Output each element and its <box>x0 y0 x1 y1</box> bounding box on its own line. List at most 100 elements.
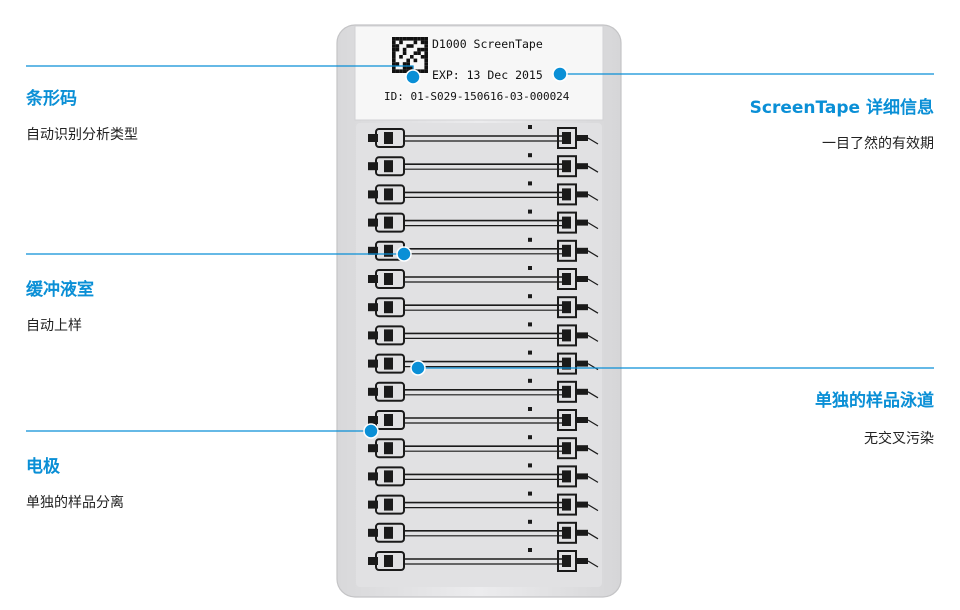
electrode-core <box>562 301 571 314</box>
barcode-module <box>420 55 425 59</box>
barcode-module <box>402 65 407 70</box>
lane-marker <box>528 435 532 440</box>
sample-lane <box>368 378 599 403</box>
electrode-wire <box>587 137 599 145</box>
electrode-wire <box>587 334 599 342</box>
lane-marker <box>528 266 532 270</box>
barcode-module <box>399 69 403 73</box>
buffer-well-core <box>384 329 393 342</box>
barcode-module <box>395 44 400 48</box>
barcode-module <box>424 37 428 41</box>
barcode-module <box>420 69 425 73</box>
barcode-module <box>424 55 428 59</box>
barcode-module <box>402 69 407 73</box>
barcode-module <box>392 47 396 52</box>
electrode-pad <box>368 134 378 142</box>
barcode-module <box>417 37 421 41</box>
barcode-module <box>424 47 428 52</box>
electrode-pad <box>576 332 588 339</box>
barcode-module <box>420 37 425 41</box>
lane-marker <box>528 463 532 468</box>
tape-product-name: D1000 ScreenTape <box>432 37 543 51</box>
electrode-pad <box>368 444 378 453</box>
electrode-wire <box>587 222 599 230</box>
lane-marker <box>528 407 532 411</box>
buffer-well-core <box>384 244 393 257</box>
buffer-well-core <box>384 160 393 173</box>
barcode-module <box>392 40 396 45</box>
screentape-details-title: ScreenTape 详细信息 <box>749 98 934 118</box>
electrode-core <box>562 470 571 483</box>
sample-lane <box>368 322 599 347</box>
electrode-pad <box>368 218 378 227</box>
buffer-well-core <box>384 301 393 314</box>
buffer-well-core <box>384 385 393 398</box>
electrode-core <box>562 273 571 285</box>
electrode-pad <box>368 416 378 424</box>
barcode-module <box>395 47 400 52</box>
buffer-well-core <box>384 188 393 201</box>
electrode-core <box>562 132 571 144</box>
screentape-details-subtitle: 一目了然的有效期 <box>822 136 934 152</box>
electrode-wire <box>587 532 599 540</box>
buffer-well-core <box>384 526 393 539</box>
electrode-pad <box>368 528 378 537</box>
barcode-module <box>410 37 414 41</box>
sample-lane <box>368 519 599 544</box>
lane-marker <box>528 519 532 524</box>
electrode-core <box>562 555 571 567</box>
barcode-title: 条形码 <box>26 89 77 109</box>
electrode-pad <box>576 558 588 564</box>
barcode-module <box>413 51 418 55</box>
screentape-inner-panel <box>356 123 602 587</box>
buffer-well-core <box>384 273 393 285</box>
sample-lane <box>368 548 599 572</box>
electrode-pad <box>368 331 378 340</box>
electrode-core <box>562 385 571 398</box>
lane-callout-dot <box>410 360 426 376</box>
lane-marker <box>528 209 532 214</box>
electrode-pad <box>368 303 378 312</box>
sample-lane <box>368 435 599 460</box>
barcode-subtitle: 自动识别分析类型 <box>26 127 138 143</box>
electrode-core <box>562 357 571 370</box>
buffer-chamber-title: 缓冲液室 <box>26 280 94 300</box>
barcode-module <box>424 51 428 55</box>
electrode-pad <box>576 163 588 170</box>
details-callout-dot <box>552 66 568 82</box>
tape-expiry: EXP: 13 Dec 2015 <box>432 68 543 82</box>
electrode-wire <box>587 475 599 483</box>
electrode-wire <box>587 250 599 258</box>
sample-lane <box>368 407 599 431</box>
barcode-module <box>417 47 421 52</box>
barcode-module <box>410 44 414 48</box>
sample-lane <box>368 237 599 262</box>
lane-marker <box>528 294 532 299</box>
barcode-module <box>392 55 396 59</box>
barcode-module <box>420 40 425 45</box>
electrode-pad <box>576 219 588 226</box>
electrode-wire <box>587 165 599 173</box>
lane-marker <box>528 181 532 186</box>
electrode-core <box>562 188 571 201</box>
electrode-core <box>562 442 571 455</box>
lane-marker <box>528 491 532 496</box>
electrode-pad <box>576 360 588 367</box>
electrode-pad <box>576 276 588 282</box>
barcode-module <box>420 47 425 52</box>
barcode-module <box>424 40 428 45</box>
lane-marker <box>528 322 532 327</box>
buffer-well-core <box>384 132 393 144</box>
barcode-module <box>395 69 400 73</box>
barcode-module <box>406 44 410 48</box>
electrode-core <box>562 216 571 229</box>
barcode-icon <box>392 37 428 73</box>
electrode-pad <box>576 445 588 452</box>
barcode-module <box>399 55 403 59</box>
electrode-core <box>562 526 571 539</box>
sample-lane-title: 单独的样品泳道 <box>815 391 934 411</box>
barcode-module <box>424 62 428 66</box>
buffer-well-core <box>384 357 393 370</box>
buffer-well-core <box>384 216 393 229</box>
electrode-pad <box>368 387 378 396</box>
